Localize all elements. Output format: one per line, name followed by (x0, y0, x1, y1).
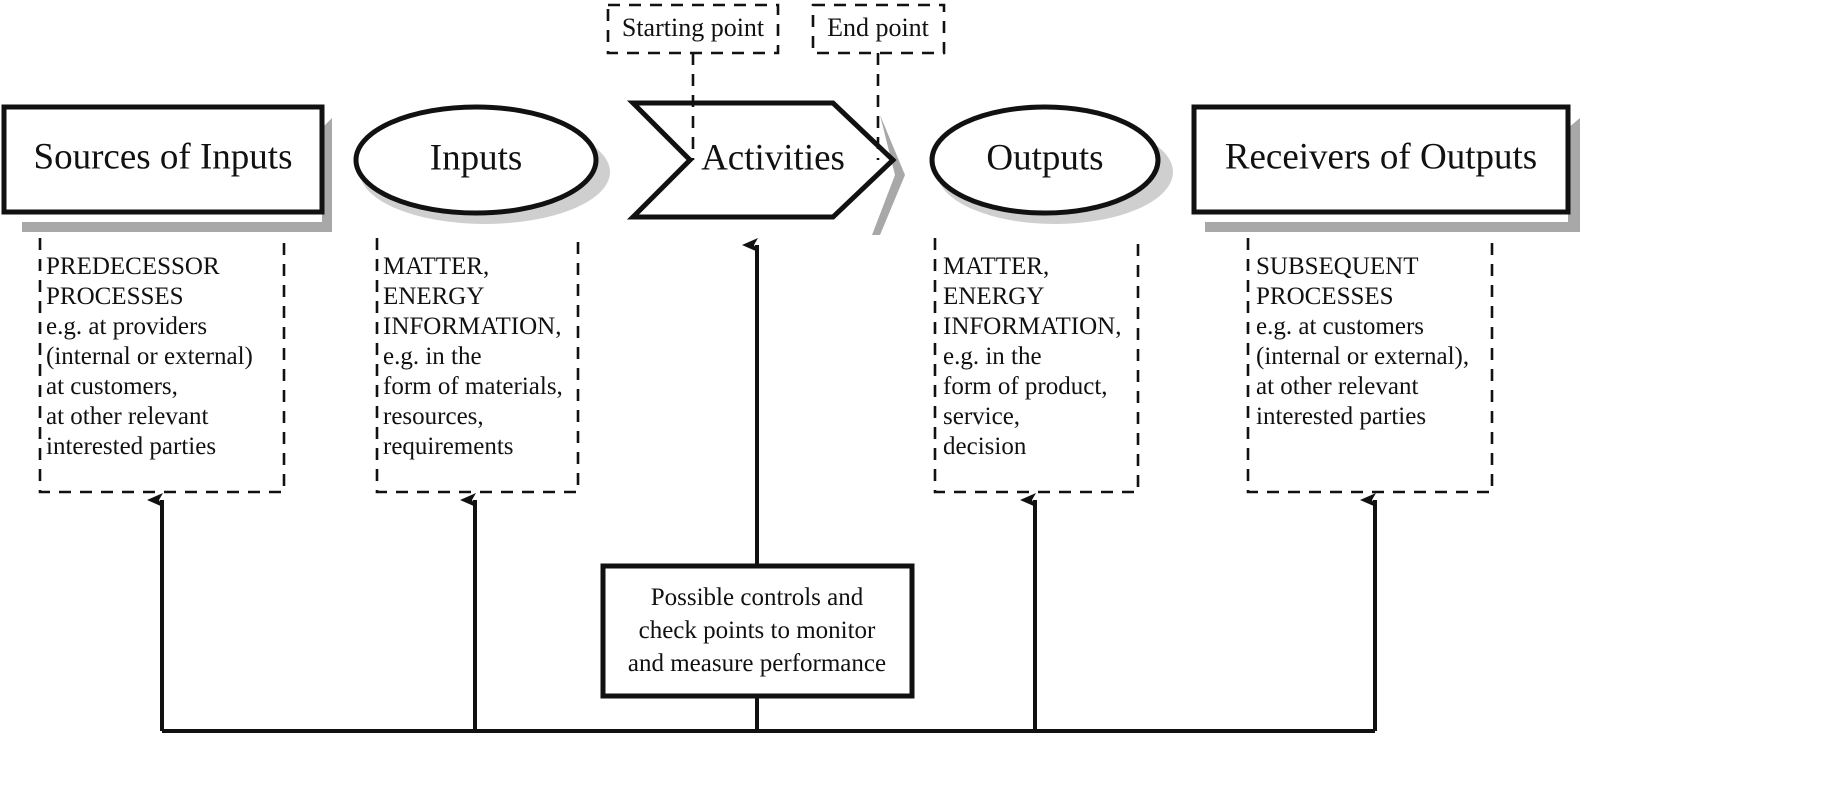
detail-line: INFORMATION, (383, 313, 562, 340)
receivers-detail-box (1246, 238, 1494, 494)
callout-starting-point[interactable]: Starting point (606, 3, 780, 160)
outputs-detail-box (933, 238, 1140, 494)
detail-line: form of materials, (383, 373, 563, 400)
node-label-activities: Activities (701, 137, 845, 178)
callout-label-starting-point: Starting point (622, 13, 765, 42)
detail-line: MATTER, (943, 253, 1050, 280)
detail-line: requirements (383, 433, 514, 460)
detail-line: e.g. at providers (46, 313, 208, 340)
detail-line: form of product, (943, 373, 1108, 400)
detail-line: ENERGY (943, 283, 1045, 310)
controls-line-3: and measure performance (628, 650, 886, 677)
detail-line: PROCESSES (46, 283, 184, 310)
node-receivers-of-outputs[interactable]: Receivers of Outputs (1191, 104, 1571, 215)
detail-line: e.g. in the (943, 343, 1042, 370)
detail-line: interested parties (46, 433, 217, 460)
node-activities[interactable]: Activities (626, 100, 897, 220)
node-sources-of-inputs[interactable]: Sources of Inputs (1, 104, 325, 215)
node-label-receivers-of-outputs: Receivers of Outputs (1225, 136, 1537, 177)
detail-line: PREDECESSOR (46, 253, 220, 280)
detail-line: e.g. at customers (1256, 313, 1425, 340)
detail-line: MATTER, (383, 253, 490, 280)
inputs-detail-box (375, 238, 580, 494)
detail-line: at other relevant (1256, 373, 1419, 400)
detail-line: INFORMATION, (943, 313, 1122, 340)
callout-label-end-point: End point (827, 13, 930, 42)
detail-line: service, (943, 403, 1021, 430)
detail-receivers-of-outputs: SUBSEQUENT PROCESSES e.g. at customers (… (1256, 252, 1506, 432)
node-inputs[interactable]: Inputs (353, 104, 599, 216)
detail-inputs: MATTER, ENERGY INFORMATION, e.g. in the … (383, 252, 593, 462)
controls-line-1: Possible controls and (651, 584, 864, 611)
detail-line: ENERGY (383, 283, 485, 310)
detail-line: SUBSEQUENT (1256, 253, 1419, 280)
detail-line: decision (943, 433, 1027, 460)
detail-line: resources, (383, 403, 484, 430)
detail-dashed-boxes (38, 238, 1494, 494)
detail-outputs: MATTER, ENERGY INFORMATION, e.g. in the … (943, 252, 1153, 462)
detail-line: at other relevant (46, 403, 209, 430)
controls-box[interactable]: Possible controls and check points to mo… (600, 563, 915, 699)
control-bus (160, 625, 1377, 733)
node-label-inputs: Inputs (430, 137, 523, 178)
detail-line: PROCESSES (1256, 283, 1394, 310)
detail-line: e.g. in the (383, 343, 482, 370)
detail-sources-of-inputs: PREDECESSOR PROCESSES e.g. at providers … (46, 252, 296, 462)
node-label-sources-of-inputs: Sources of Inputs (34, 136, 293, 177)
node-label-outputs: Outputs (986, 137, 1103, 178)
controls-line-2: check points to monitor (639, 617, 876, 644)
detail-line: (internal or external), (1256, 343, 1470, 370)
callout-end-point[interactable]: End point (811, 3, 946, 160)
detail-line: (internal or external) (46, 343, 253, 370)
node-outputs[interactable]: Outputs (929, 104, 1161, 216)
sources-detail-box (38, 238, 286, 494)
detail-line: at customers, (46, 373, 178, 400)
detail-line: interested parties (1256, 403, 1427, 430)
